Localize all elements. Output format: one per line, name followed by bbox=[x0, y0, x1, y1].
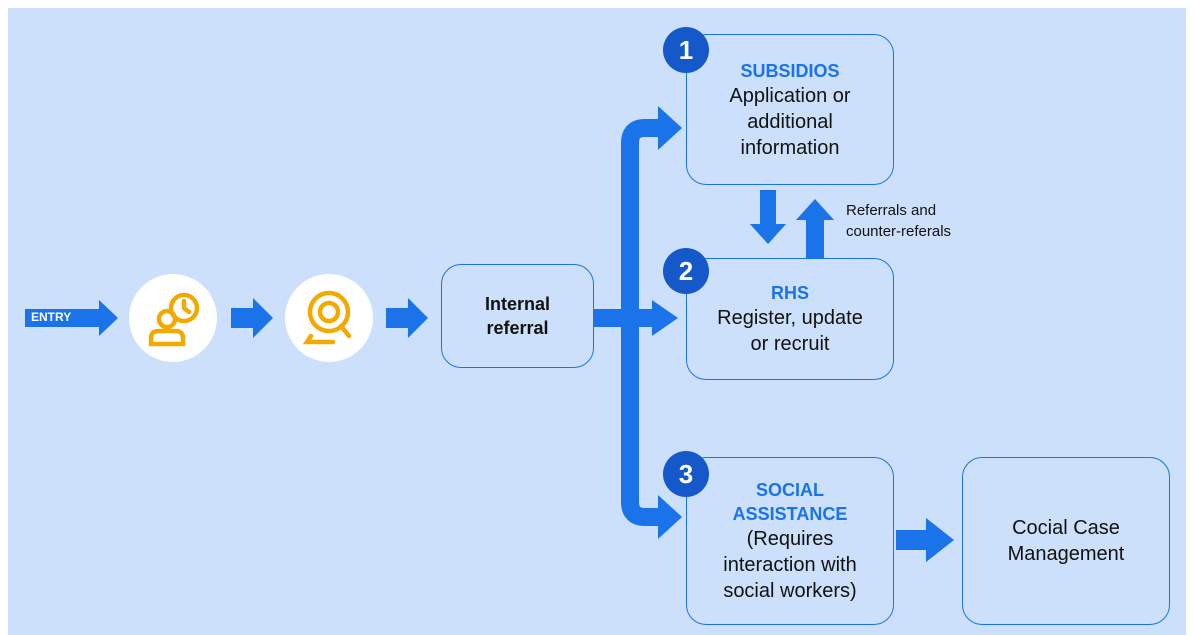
internal-referral-label: Internal referral bbox=[484, 294, 550, 338]
rhs-box: RHS Register, update or recruit bbox=[686, 258, 894, 380]
arrow-to-case-management bbox=[896, 518, 954, 562]
entry-label: ENTRY bbox=[31, 310, 72, 324]
arrow-head-subsidios bbox=[658, 106, 682, 150]
rhs-title: RHS bbox=[770, 283, 809, 303]
social-assistance-body: (Requires interaction with social worker… bbox=[723, 528, 857, 602]
arrow-icon1-to-icon2 bbox=[231, 298, 273, 338]
rhs-body: Register, update or recruit bbox=[717, 307, 863, 355]
subsidios-box: SUBSIDIOS Application or additional info… bbox=[686, 34, 894, 185]
internal-referral-box: Internal referral bbox=[441, 264, 594, 368]
social-assistance-title: SOCIAL ASSISTANCE bbox=[732, 480, 848, 524]
arrow-icon2-to-referral bbox=[386, 298, 428, 338]
subsidios-title: SUBSIDIOS bbox=[740, 60, 840, 81]
arrow-up-rhs-subsidios bbox=[796, 199, 834, 258]
arrow-head-social-assistance bbox=[658, 495, 682, 539]
social-assistance-box: SOCIAL ASSISTANCE (Requires interaction … bbox=[686, 457, 894, 625]
subsidios-body: Application or additional information bbox=[729, 84, 851, 159]
branch-trunk bbox=[621, 119, 660, 526]
arrow-down-subsidios-rhs bbox=[750, 190, 786, 244]
webcam-search-icon bbox=[302, 290, 352, 345]
icon-circle-2 bbox=[285, 274, 373, 362]
step-1-badge: 1 bbox=[663, 27, 709, 73]
person-clock-icon bbox=[148, 292, 200, 347]
step-2-badge: 2 bbox=[663, 248, 709, 294]
case-management-label: Cocial Case Management bbox=[1007, 517, 1125, 565]
case-management-box: Cocial Case Management bbox=[962, 457, 1170, 625]
entry-arrow bbox=[25, 300, 118, 336]
icon-circle-1 bbox=[129, 274, 217, 362]
referrals-note: Referrals and counter-referals bbox=[846, 202, 952, 240]
step-3-badge: 3 bbox=[663, 451, 709, 497]
